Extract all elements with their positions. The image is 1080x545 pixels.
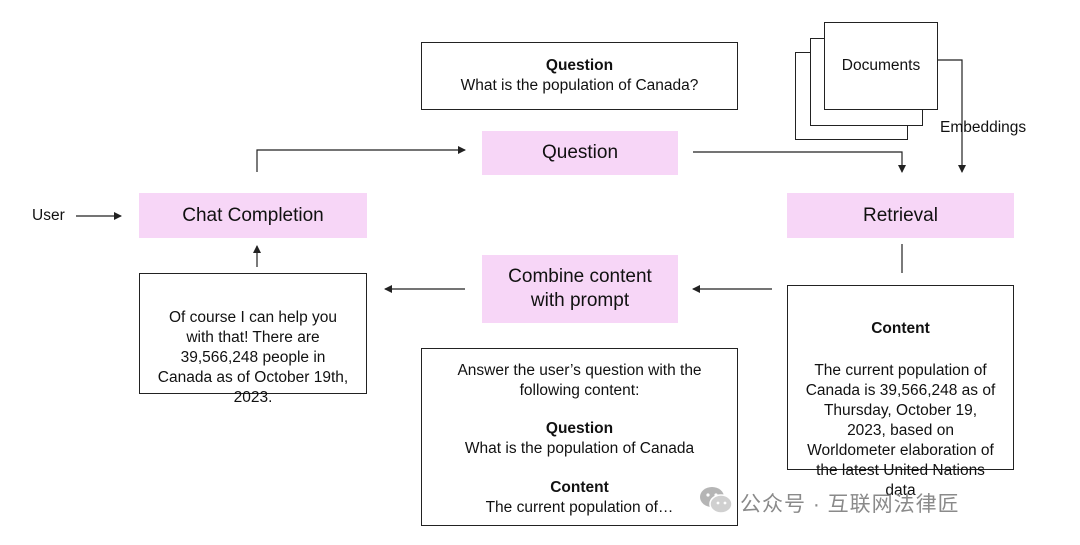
watermark-text: 公众号 · 互联网法律匠 — [740, 493, 960, 516]
retrieval-label: Retrieval — [863, 204, 938, 226]
prompt-question-title: Question — [545, 420, 614, 437]
question-node: Question — [482, 131, 678, 175]
combine-node: Combine content with prompt — [482, 255, 678, 323]
arrow-embeddings-to-retrieval — [938, 59, 966, 173]
prompt-box: Answer the user’s question with the foll… — [421, 348, 738, 526]
prompt-content-text: The current population of… — [485, 499, 674, 516]
question-example-text: What is the population of Canada? — [460, 77, 699, 94]
user-label: User — [32, 207, 65, 224]
answer-text: Of course I can help you with that! Ther… — [157, 309, 349, 406]
content-text: The current population of Canada is 39,5… — [805, 362, 996, 499]
prompt-intro: Answer the user’s question with the foll… — [457, 362, 702, 399]
chat-completion-node: Chat Completion — [139, 193, 367, 238]
documents-label: Documents — [841, 57, 921, 74]
wechat-icon — [700, 487, 733, 514]
prompt-content-title: Content — [550, 479, 609, 496]
question-example-box: Question What is the population of Canad… — [421, 42, 738, 110]
retrieval-node: Retrieval — [787, 193, 1014, 238]
arrow-question-to-retrieval — [693, 151, 906, 173]
prompt-question-text: What is the population of Canada — [464, 440, 695, 457]
embeddings-label: Embeddings — [940, 119, 1027, 136]
documents-node: Documents — [824, 22, 938, 110]
content-title: Content — [871, 320, 930, 337]
combine-label: Combine content with prompt — [508, 266, 652, 311]
content-box: Content The current population of Canada… — [787, 285, 1014, 499]
arrow-chat-to-question — [256, 146, 466, 172]
question-node-label: Question — [541, 142, 619, 163]
chat-completion-label: Chat Completion — [182, 204, 324, 226]
answer-box: Of course I can help you with that! Ther… — [139, 273, 367, 406]
question-example-title: Question — [545, 57, 614, 74]
